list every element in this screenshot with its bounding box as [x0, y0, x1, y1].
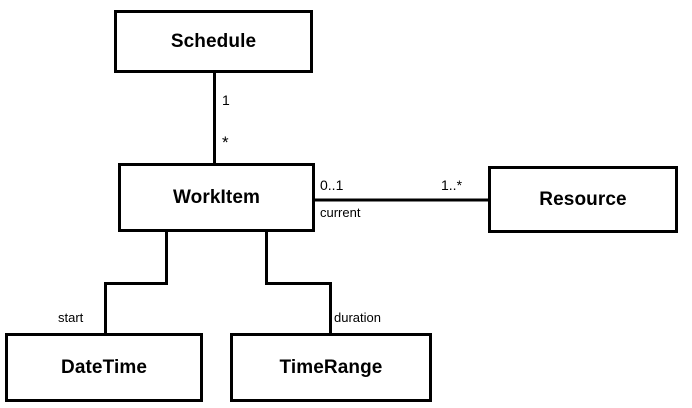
connector-workitem-datetime	[104, 232, 168, 333]
role-label-duration: duration	[334, 310, 381, 325]
class-box-datetime[interactable]: DateTime	[5, 333, 203, 402]
class-name-workitem: WorkItem	[172, 186, 261, 208]
class-name-schedule: Schedule	[170, 30, 257, 52]
role-label-start: start	[58, 310, 84, 325]
class-name-datetime: DateTime	[61, 356, 147, 378]
connector-workitem-timerange	[265, 232, 332, 333]
class-box-schedule[interactable]: Schedule	[114, 10, 313, 73]
multiplicity-workitem-end: *	[222, 133, 229, 152]
class-box-workitem[interactable]: WorkItem	[118, 163, 315, 232]
multiplicity-schedule-end: 1	[222, 92, 230, 108]
class-name-timerange: TimeRange	[279, 356, 383, 378]
class-name-resource: Resource	[539, 188, 627, 210]
class-box-resource[interactable]: Resource	[488, 166, 678, 233]
class-box-timerange[interactable]: TimeRange	[230, 333, 432, 402]
multiplicity-workitem-resource-source: 0..1	[320, 177, 344, 193]
multiplicity-workitem-resource-target: 1..*	[441, 177, 463, 193]
role-label-current: current	[320, 205, 361, 220]
